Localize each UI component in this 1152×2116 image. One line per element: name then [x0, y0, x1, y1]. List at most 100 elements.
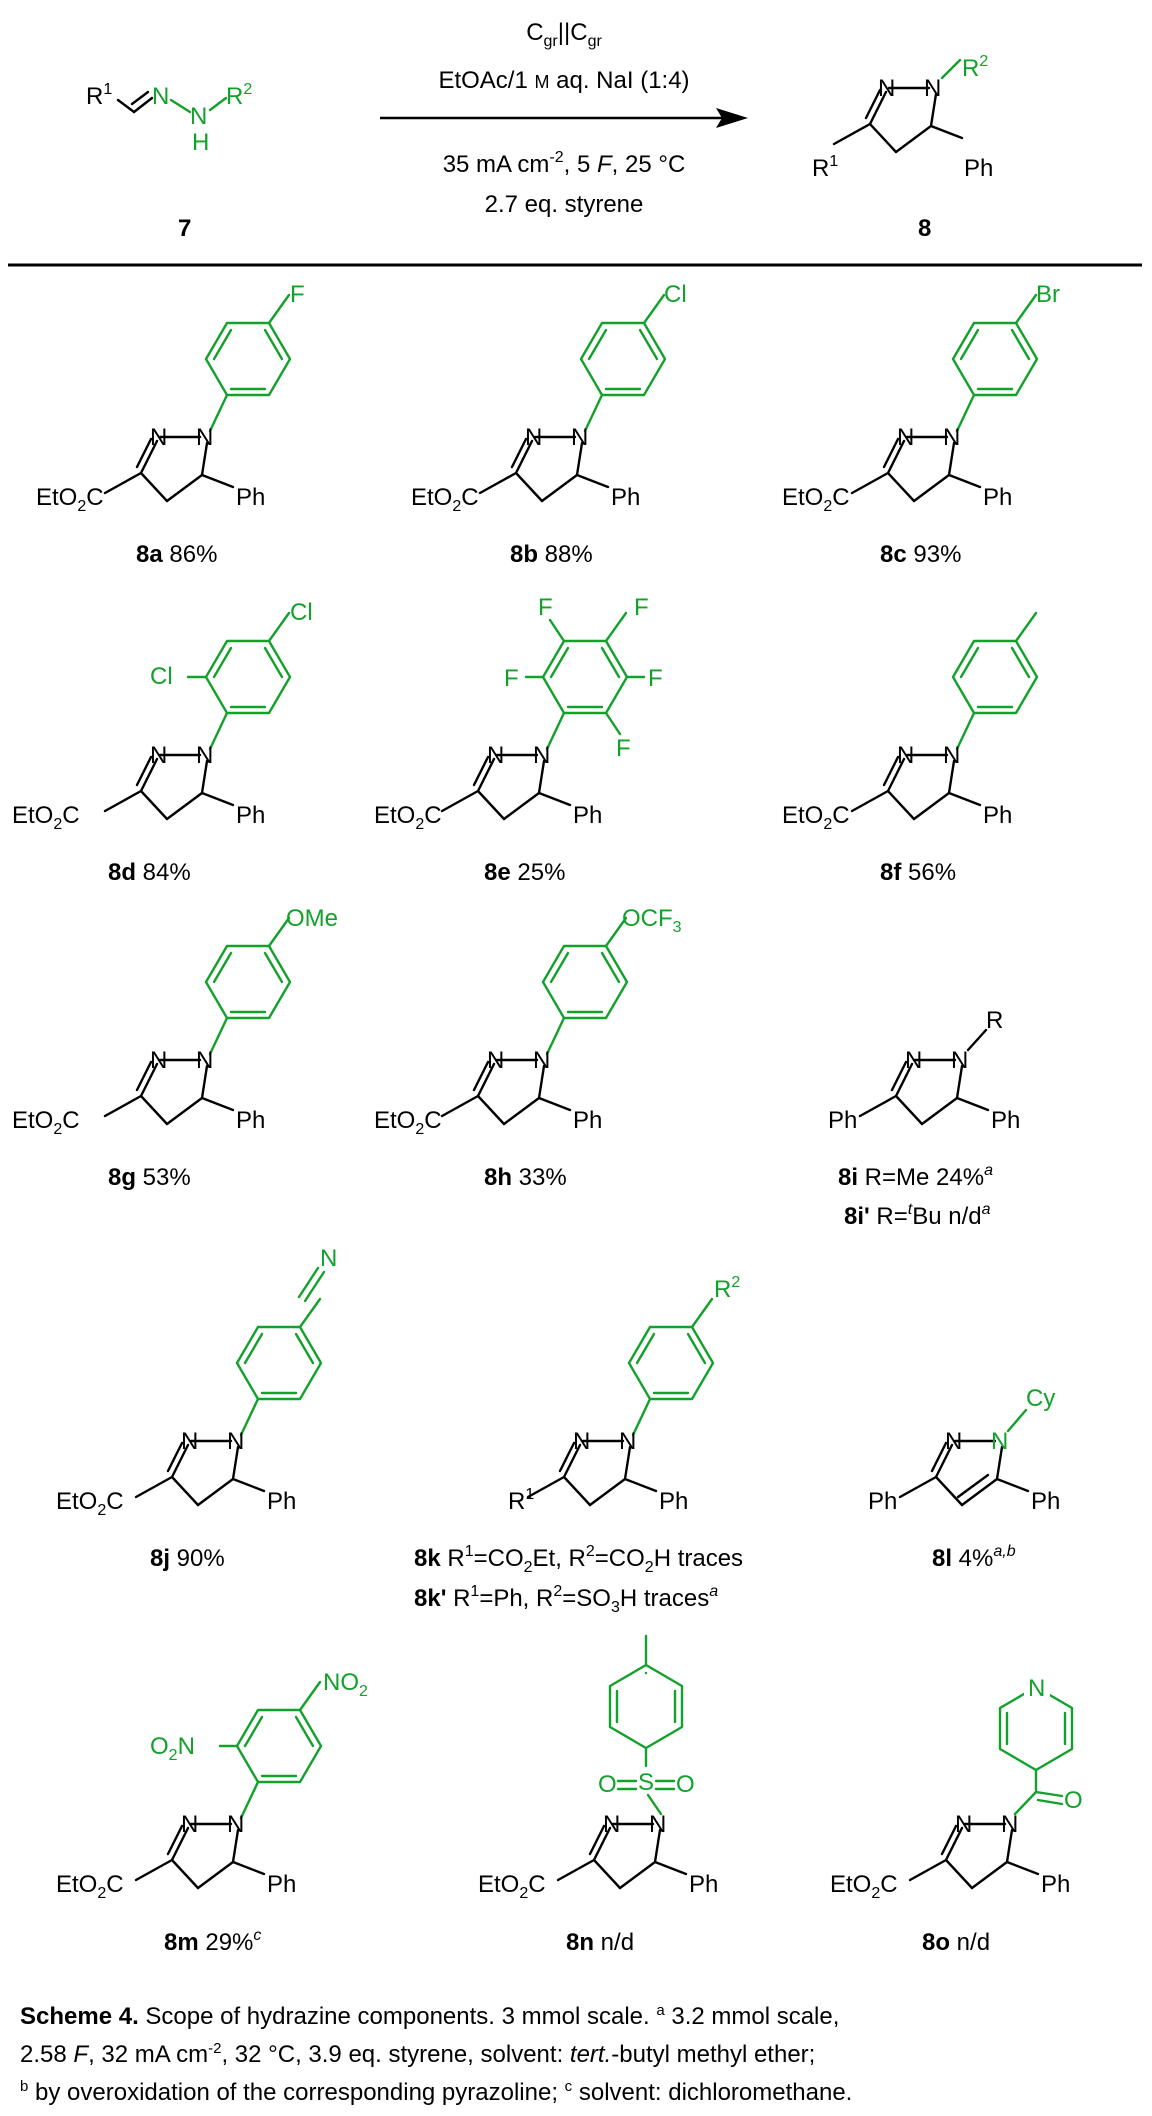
svg-text:N: N [181, 1811, 198, 1838]
compound-label-8k: 8k R1=CO2Et, R2=CO2H traces [414, 1543, 743, 1576]
ester-group: EtO2C [782, 484, 850, 515]
svg-text:Ph: Ph [1031, 1488, 1060, 1515]
svg-text:N: N [227, 1811, 244, 1838]
product-r1: R1 [812, 153, 838, 182]
svg-text:Ph: Ph [983, 802, 1012, 829]
substituent-ocf3: OCF3 [622, 905, 682, 936]
reactant-number: 7 [178, 215, 191, 242]
nitro-para: NO2 [323, 1669, 368, 1700]
reactant-hydrazone: R1 N N H R2 7 [86, 81, 252, 242]
fluoro-5: F [616, 735, 631, 762]
svg-text:Ph: Ph [236, 802, 265, 829]
svg-text:N: N [619, 1428, 636, 1455]
svg-text:N: N [196, 1047, 213, 1074]
svg-text:Ph: Ph [1041, 1871, 1070, 1898]
caption-line-3: b by overoxidation of the corresponding … [20, 2078, 853, 2106]
compound-8m: NO2 O2N N N EtO2C Ph 8m 29%c [56, 1669, 368, 1956]
compound-8o: O N N N EtO2C Ph 8o n/d [830, 1672, 1083, 1956]
svg-text:Ph: Ph [236, 1107, 265, 1134]
svg-text:N: N [955, 1811, 972, 1838]
compound-label: 8d 84% [108, 859, 191, 886]
pyridine-n: N [1028, 1675, 1045, 1702]
ester-group: EtO2C [36, 484, 104, 515]
svg-text:N: N [487, 1047, 504, 1074]
compound-label: 8l 4%a,b [932, 1543, 1016, 1572]
svg-text:N: N [533, 1047, 550, 1074]
svg-text:Ph: Ph [267, 1871, 296, 1898]
svg-text:N: N [573, 1428, 590, 1455]
compound-label: 8o n/d [922, 1929, 990, 1956]
caption-line-1: Scheme 4. Scope of hydrazine components.… [20, 2002, 840, 2030]
svg-text:N: N [951, 1047, 968, 1074]
reaction-arrow: Cgr||Cgr EtOAc/1 M aq. NaI (1:4) 35 mA c… [380, 19, 748, 218]
r2-label: R2 [714, 1274, 740, 1303]
ester-group: EtO2C [411, 484, 479, 515]
compound-label: 8f 56% [880, 859, 956, 886]
svg-text:N: N [991, 1428, 1008, 1455]
svg-text:N: N [150, 424, 167, 451]
svg-text:N: N [897, 424, 914, 451]
svg-text:Ph: Ph [991, 1107, 1020, 1134]
fluoro-4: F [648, 665, 663, 692]
compound-label-8i: 8i R=Me 24%a [838, 1162, 993, 1191]
svg-text:N: N [943, 742, 960, 769]
svg-text:Ph: Ph [611, 484, 640, 511]
svg-text:N: N [525, 424, 542, 451]
svg-text:Ph: Ph [236, 484, 265, 511]
compound-8d: N N Cl Cl EtO2C Ph 8d 84% [12, 599, 313, 886]
styrene-label: 2.7 eq. styrene [485, 191, 644, 218]
compound-8j: N N N EtO2C Ph 8j 90% [56, 1245, 337, 1572]
compound-label-8k-prime: 8k' R1=Ph, R2=SO3H tracesa [414, 1583, 718, 1616]
compound-label: 8c 93% [880, 541, 961, 568]
svg-text:N: N [905, 1047, 922, 1074]
substituent-f: F [290, 281, 305, 308]
svg-text:Ph: Ph [573, 1107, 602, 1134]
ester-group: EtO2C [374, 802, 442, 833]
fluoro-3: F [504, 665, 519, 692]
ester-group: EtO2C [12, 1107, 80, 1138]
compound-8i: N N R Ph Ph 8i R=Me 24%a 8i' R=tBu n/da [828, 1007, 1020, 1230]
svg-text:Ph: Ph [983, 484, 1012, 511]
sulfonyl-o1: O [598, 1771, 617, 1798]
ester-group: EtO2C [56, 1488, 124, 1519]
product-n2: N [878, 75, 895, 102]
ester-group: EtO2C [782, 802, 850, 833]
compound-8g: N N OMe EtO2C Ph 8g 53% [12, 905, 338, 1191]
substituent-cl: Cl [664, 281, 687, 308]
reaction-header: R1 N N H R2 7 Cgr||Cgr EtOAc/1 M aq. NaI… [86, 19, 993, 242]
substituent-ome: OMe [286, 905, 338, 932]
compound-label: 8m 29%c [164, 1927, 261, 1956]
svg-text:N: N [150, 742, 167, 769]
r1-label: R1 [86, 81, 112, 110]
compound-8n: S O O N N EtO2C Ph 8n n/d [478, 1634, 718, 1956]
r-label: R [986, 1007, 1003, 1034]
hydrazone-n1: N [152, 83, 169, 110]
caption-line-2: 2.58 F, 32 mA cm-2, 32 °C, 3.9 eq. styre… [20, 2040, 816, 2068]
product-number: 8 [918, 215, 931, 242]
sulfur-label: S [638, 1769, 654, 1796]
conditions-label: 35 mA cm-2, 5 F, 25 °C [443, 149, 686, 178]
fluoro-2: F [634, 594, 649, 621]
scheme-caption: Scheme 4. Scope of hydrazine components.… [20, 1995, 1140, 2109]
compound-8e: N N F F F F F EtO2C Ph 8e 25% [374, 594, 663, 886]
solvent-label: EtOAc/1 M aq. NaI (1:4) [438, 67, 689, 94]
ester-group: EtO2C [56, 1871, 124, 1902]
nitrile-n: N [320, 1245, 337, 1272]
product-n1: N [924, 75, 941, 102]
svg-text:Ph: Ph [573, 802, 602, 829]
svg-text:N: N [943, 424, 960, 451]
compound-label: 8b 88% [510, 541, 593, 568]
compound-label: 8h 33% [484, 1164, 567, 1191]
svg-text:Ph: Ph [689, 1871, 718, 1898]
svg-text:N: N [603, 1811, 620, 1838]
compound-label: 8j 90% [150, 1545, 225, 1572]
compound-8b: N N Cl EtO2C Ph 8b 88% [411, 281, 687, 568]
compound-8f: N N EtO2C Ph 8f 56% [782, 611, 1039, 886]
svg-text:N: N [487, 742, 504, 769]
svg-text:N: N [150, 1047, 167, 1074]
cy-label: Cy [1026, 1385, 1055, 1412]
svg-text:N: N [1001, 1811, 1018, 1838]
nitro-ortho: O2N [150, 1733, 195, 1764]
svg-text:Ph: Ph [868, 1488, 897, 1515]
